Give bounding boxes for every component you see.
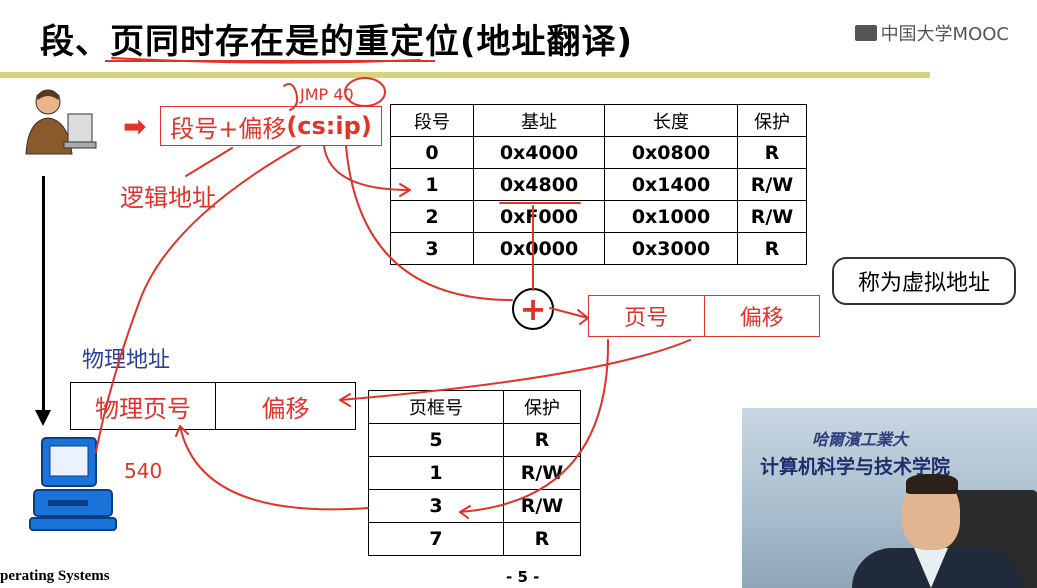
virtual-offset: 偏移 xyxy=(703,296,820,336)
page-table: 页框号 保护 5 R 1 R/W 3 R/W 7 R xyxy=(368,390,581,556)
plus-icon: + xyxy=(519,290,547,328)
table-cell: R xyxy=(737,232,807,265)
segment-table: 段号 基址 长度 保护 0 0x4000 0x0800 R 1 0x4800 0… xyxy=(390,104,807,265)
jmp-annotation: JMP 40 xyxy=(299,85,354,104)
lecturer-hair xyxy=(906,474,958,494)
table-cell: 3 xyxy=(390,232,474,265)
table-cell: 5 xyxy=(368,423,504,457)
physical-address-label: 物理地址 xyxy=(82,348,171,373)
table-cell: 0xF000 xyxy=(473,200,605,233)
flow-down-line xyxy=(42,176,45,416)
slide-title: 段、页同时存在是的重定位(地址翻译) xyxy=(40,22,634,62)
table-row: 7 R xyxy=(368,522,581,556)
forty-circle xyxy=(344,77,386,107)
frame-to-physical-arrow xyxy=(179,425,369,511)
segment-col-header: 长度 xyxy=(604,104,738,137)
logical-address-code: (cs:ip) xyxy=(286,112,372,140)
virtual-page-number: 页号 xyxy=(624,306,669,331)
virtual-address-callout: 称为虚拟地址 xyxy=(832,257,1016,305)
table-cell: R xyxy=(737,136,807,169)
segment-col-header: 段号 xyxy=(390,104,474,137)
table-cell: 0x0000 xyxy=(473,232,605,265)
table-cell: 7 xyxy=(368,522,504,556)
flow-down-arrowhead xyxy=(35,410,51,426)
physical-address-box: 物理页号 偏移 xyxy=(70,382,356,430)
table-cell: 0x4800 xyxy=(473,168,605,201)
logical-address-prefix: 段号+偏移 xyxy=(170,114,287,143)
table-cell: R/W xyxy=(737,168,807,201)
table-cell: 1 xyxy=(368,456,504,490)
table-cell: 0x1400 xyxy=(604,168,738,201)
video-board-top: 哈爾濱工業大 xyxy=(812,430,909,449)
table-cell: 0x1000 xyxy=(604,200,738,233)
table-cell: 2 xyxy=(390,200,474,233)
table-cell: R/W xyxy=(503,489,581,523)
physical-540-annotation: 540 xyxy=(124,459,162,483)
adder-to-virtual-arrow xyxy=(549,307,589,319)
footer-course-name: perating Systems xyxy=(0,568,110,584)
table-row: 2 0xF000 0x1000 R/W xyxy=(390,200,807,233)
virtual-address-box: 页号 偏移 xyxy=(588,295,820,337)
table-row: 5 R xyxy=(368,423,581,457)
table-cell: R/W xyxy=(503,456,581,490)
mooc-logo: 中国大学MOOC xyxy=(854,20,1009,46)
table-row: 1 R/W xyxy=(368,456,581,490)
logical-address-box: 段号+偏移(cs:ip) xyxy=(160,106,382,146)
footer-page-number: - 5 - xyxy=(506,568,540,586)
table-cell: R/W xyxy=(737,200,807,233)
computer-icon xyxy=(29,437,117,531)
mooc-logo-text: 中国大学MOOC xyxy=(880,24,1009,45)
page-col-header: 页框号 xyxy=(368,390,504,424)
user-clipart-icon xyxy=(25,89,97,155)
table-cell: R xyxy=(503,423,581,457)
segment-col-header: 保护 xyxy=(737,104,807,137)
mooc-logo-icon xyxy=(854,25,877,41)
segment-col-header: 基址 xyxy=(473,104,605,137)
physical-frame-number: 物理页号 xyxy=(71,383,216,429)
title-divider xyxy=(0,72,930,78)
video-board-main: 计算机科学与技术学院 xyxy=(760,456,951,478)
right-arrow-icon: ➡ xyxy=(123,110,147,143)
table-cell: 0x4000 xyxy=(473,136,605,169)
logical-address-label: 逻辑地址 xyxy=(120,184,216,212)
table-row: 0 0x4000 0x0800 R xyxy=(390,136,807,169)
table-cell: 0x3000 xyxy=(604,232,738,265)
table-cell: 0 xyxy=(390,136,474,169)
table-row: 3 0x0000 0x3000 R xyxy=(390,232,807,265)
page-table-header: 页框号 保护 xyxy=(368,390,581,424)
table-cell: 3 xyxy=(368,489,504,523)
table-row: 1 0x4800 0x1400 R/W xyxy=(390,168,807,201)
page-col-header: 保护 xyxy=(503,390,581,424)
table-cell: R xyxy=(503,522,581,556)
adder-circle: + xyxy=(512,288,554,330)
table-cell: 0x0800 xyxy=(604,136,738,169)
lecturer-video: 哈爾濱工業大 计算机科学与技术学院 xyxy=(742,408,1037,588)
segment-table-header: 段号 基址 长度 保护 xyxy=(390,104,807,137)
table-cell: 1 xyxy=(390,168,474,201)
table-row: 3 R/W xyxy=(368,489,581,523)
logical-label-arrow xyxy=(185,147,233,177)
physical-offset: 偏移 xyxy=(261,394,310,423)
title-underline-annotation xyxy=(105,60,435,62)
